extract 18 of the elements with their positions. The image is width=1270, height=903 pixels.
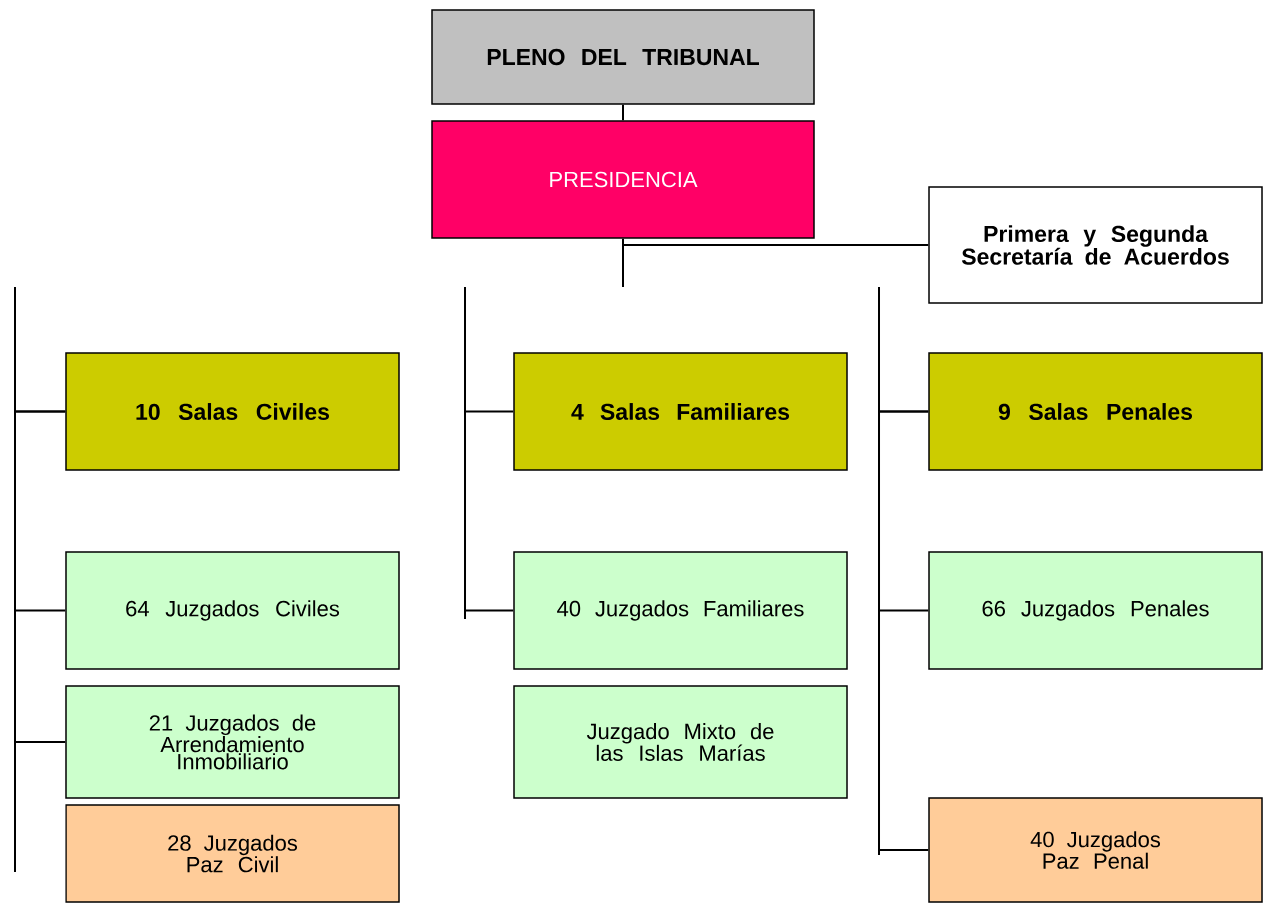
title-box: PLENO DEL TRIBUNAL (431, 9, 815, 105)
court-box: 40 Juzgados Paz Penal (928, 797, 1263, 903)
connector-line (464, 410, 515, 612)
chamber-box: 9 Salas Penales (928, 352, 1263, 471)
title-box: PRESIDENCIA (431, 120, 815, 239)
court-box: Juzgado Mixto de las Islas Marías (513, 685, 848, 799)
connector-line (622, 103, 624, 122)
connector-line (14, 410, 67, 743)
chamber-box: 4 Salas Familiares (513, 352, 848, 471)
court-box: 28 Juzgados Paz Civil (65, 804, 400, 903)
office-box: Primera y Segunda Secretaría de Acuerdos (928, 186, 1263, 304)
connector-line (878, 410, 930, 851)
court-box: 64 Juzgados Civiles (65, 551, 400, 670)
court-box: 40 Juzgados Familiares (513, 551, 848, 670)
court-box: 66 Juzgados Penales (928, 551, 1263, 670)
chamber-box: 10 Salas Civiles (65, 352, 400, 471)
court-box: 21 Juzgados de Arrendamiento Inmobiliario (65, 685, 400, 799)
connector-line (622, 237, 930, 246)
